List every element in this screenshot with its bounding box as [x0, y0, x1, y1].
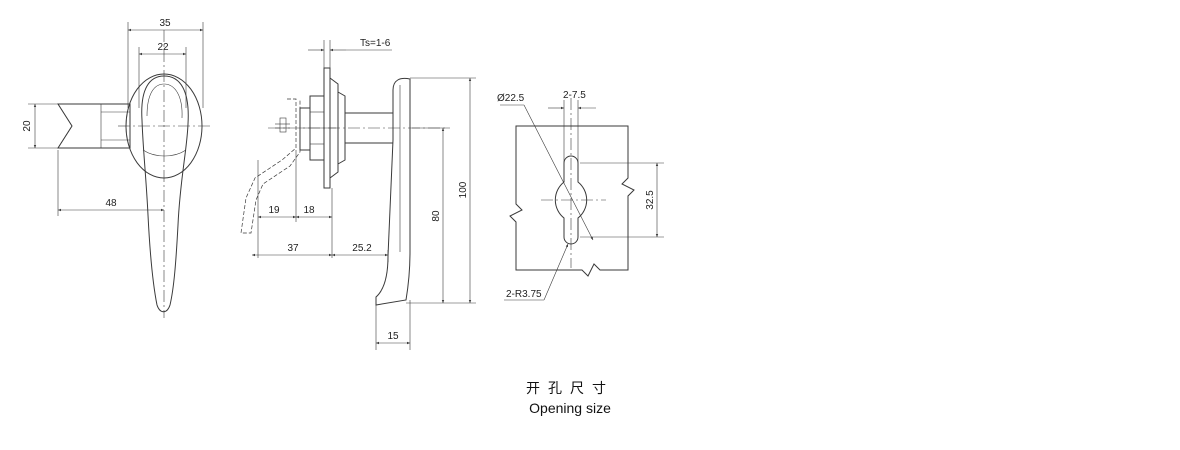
dim-25-2: 25.2 — [352, 243, 372, 254]
dim-35: 35 — [159, 18, 171, 29]
dim-18: 18 — [303, 205, 315, 216]
dim-48: 48 — [105, 198, 117, 209]
dim-80: 80 — [431, 210, 442, 222]
dim-15: 15 — [387, 331, 399, 342]
side-view — [240, 40, 476, 350]
caption-chinese: 开孔尺寸 — [526, 381, 614, 397]
dim-20: 20 — [22, 120, 33, 132]
dim-hole-height: 32.5 — [645, 190, 656, 210]
front-view — [28, 22, 212, 318]
dim-19: 19 — [268, 205, 280, 216]
dim-22: 22 — [157, 42, 169, 53]
opening-view — [500, 98, 664, 301]
dim-hole-diameter: Ø22.5 — [497, 93, 525, 104]
dim-100: 100 — [458, 181, 469, 198]
caption-english: Opening size — [529, 400, 611, 416]
dim-hole-radius: 2-R3.75 — [506, 289, 542, 300]
dim-hole-slots: 2-7.5 — [563, 90, 586, 101]
dim-ts: Ts=1-6 — [360, 38, 391, 49]
dim-37: 37 — [287, 243, 299, 254]
